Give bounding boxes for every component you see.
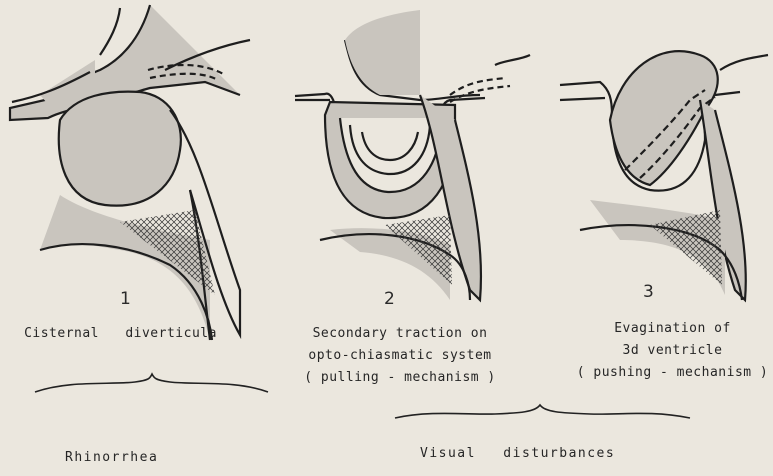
panel-3-caption: Evagination of 3d ventricle ( pushing - … — [575, 318, 770, 384]
panel-1-number: 1 — [120, 289, 131, 309]
brace-left — [35, 374, 268, 392]
panel-2-caption-line-1: Secondary traction on — [285, 323, 515, 345]
panel-3-caption-line-2: 3d ventricle — [575, 340, 770, 362]
panel-3-caption-line-3: ( pushing - mechanism ) — [575, 362, 770, 384]
panel-3-number: 3 — [643, 282, 654, 302]
panel-2-illustration — [295, 10, 530, 300]
panel-2-caption-line-3: ( pulling - mechanism ) — [285, 367, 515, 389]
panel-1-caption-line: Cisternal diverticula — [18, 323, 223, 345]
panel-2-caption-line-2: opto-chiasmatic system — [285, 345, 515, 367]
panel-3-caption-line-1: Evagination of — [575, 318, 770, 340]
panel-2-number: 2 — [384, 289, 395, 309]
panel-3-illustration — [560, 51, 768, 300]
brace-right — [395, 405, 690, 418]
rhinorrhea-label: Rhinorrhea — [65, 450, 158, 465]
panel-2-caption: Secondary traction on opto-chiasmatic sy… — [285, 323, 515, 389]
panel-1-caption: Cisternal diverticula — [18, 323, 223, 345]
visual-disturbances-label: Visual disturbances — [420, 446, 615, 461]
